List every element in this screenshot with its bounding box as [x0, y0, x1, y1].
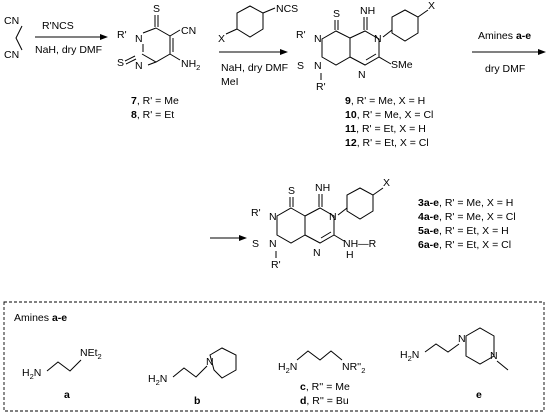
- r-prime-3-bottom: R': [271, 259, 281, 271]
- s-top-3: S: [288, 185, 295, 197]
- malononitrile-structure: CN CN: [4, 15, 23, 61]
- amine-b-h2n: H2N: [148, 373, 167, 387]
- x-label-reagent: X: [218, 33, 225, 45]
- amine-b-label: b: [194, 395, 200, 407]
- amine-a-label: a: [64, 389, 70, 401]
- amine-a-structure: H2N NEt2: [22, 347, 102, 381]
- arrow3-reagent-top: Amines a-e: [478, 30, 531, 42]
- n-9-left: N: [314, 33, 322, 45]
- arrow2-reagent-line1: NaH, dry DMF: [221, 62, 288, 74]
- aryl-isothiocyanate-structure: NCS X: [218, 3, 298, 45]
- amine-e-n1: N: [458, 333, 466, 345]
- amine-c-label: c, R'' = Me: [300, 381, 350, 393]
- n-3-aryl: N: [329, 211, 337, 223]
- amine-b-structure: H2N N: [148, 347, 237, 387]
- arrow2-reagent-line2: MeI: [221, 76, 239, 88]
- imine-3: NH: [315, 182, 330, 194]
- amine-cd-nr2: NR''2: [342, 361, 365, 375]
- amine-a-h2n: H2N: [22, 367, 41, 381]
- r-prime-9-bottom: R': [316, 81, 326, 93]
- product-3-6-structure: S NH N R' N S R' N X N NH—R H: [251, 177, 390, 271]
- label-compound-4: 4a-e, R' = Me, X = Cl: [418, 211, 516, 223]
- label-compound-5: 5a-e, R' = Et, X = H: [418, 225, 509, 237]
- amino-group: NH2: [181, 58, 200, 72]
- amine-cd-structure: H2N NR''2: [278, 350, 365, 375]
- amine-e-n2: N: [490, 350, 498, 362]
- reaction-arrow-2: NaH, dry DMF MeI: [219, 49, 288, 88]
- n-ring-upper: N: [135, 33, 143, 45]
- reaction-arrow-1: R'NCS NaH, dry DMF: [35, 20, 108, 56]
- amine-cd-h2n: H2N: [278, 361, 297, 375]
- reaction-arrow-3: Amines a-e dry DMF: [472, 30, 546, 75]
- arrow1-reagent-bottom: NaH, dry DMF: [35, 44, 102, 56]
- pyrimidine-7-8-structure: S N R' N S CN NH2: [117, 3, 200, 72]
- label-compound-7: 7, R' = Me: [131, 95, 179, 107]
- amine-b-n: N: [206, 356, 214, 368]
- label-compound-8: 8, R' = Et: [131, 109, 174, 121]
- amines-box: [3, 301, 545, 412]
- s-left-9: S: [297, 60, 304, 72]
- pyrimidopyrimidine-9-12-structure: S NH N R' N S R' N X N SMe: [296, 0, 435, 93]
- n-3-left: N: [269, 211, 277, 223]
- label-compound-10: 10, R' = Me, X = Cl: [345, 109, 433, 121]
- n-3-bottom: N: [269, 238, 277, 250]
- label-compound-6: 6a-e, R' = Et, X = Cl: [418, 239, 511, 251]
- r-prime-7: R': [117, 29, 127, 41]
- label-compound-9: 9, R' = Me, X = H: [345, 95, 425, 107]
- nh-r-group: NH—R: [343, 238, 377, 250]
- nh-h: H: [346, 249, 354, 261]
- label-compound-12: 12, R' = Et, X = Cl: [345, 137, 429, 149]
- s-left-3: S: [252, 238, 259, 250]
- amine-e-label: e: [476, 389, 482, 401]
- sme-group: SMe: [391, 59, 413, 71]
- amine-d-label: d, R'' = Bu: [300, 395, 349, 407]
- r-prime-9-top: R': [296, 29, 306, 41]
- r-prime-3-top: R': [251, 207, 261, 219]
- label-compound-11: 11, R' = Et, X = H: [345, 123, 426, 135]
- reaction-arrow-4: [210, 235, 247, 241]
- arrow3-reagent-bottom: dry DMF: [485, 63, 525, 75]
- n-9-bottom: N: [314, 60, 322, 72]
- imine-9: NH: [360, 5, 375, 17]
- n-9-lower: N: [358, 69, 366, 81]
- amines-title: Amines a-e: [14, 312, 67, 324]
- amine-e-h2n: H2N: [400, 349, 419, 363]
- thione-s-left: S: [117, 57, 124, 69]
- ncs-label: NCS: [276, 3, 298, 15]
- n-ring-lower: N: [135, 60, 143, 72]
- arrow1-reagent-top: R'NCS: [42, 20, 74, 32]
- cn-label-top: CN: [4, 15, 19, 27]
- amine-a-net2: NEt2: [80, 347, 102, 361]
- cn-group: CN: [181, 25, 196, 37]
- x-label-3: X: [383, 177, 390, 189]
- n-3-lower: N: [313, 247, 321, 259]
- label-compound-3: 3a-e, R' = Me, X = H: [418, 197, 513, 209]
- thione-s-top: S: [153, 3, 160, 15]
- n-9-aryl: N: [374, 33, 382, 45]
- s-top-9: S: [333, 8, 340, 20]
- x-label-9: X: [428, 0, 435, 12]
- amine-e-structure: H2N N N: [400, 327, 509, 371]
- cn-label-bottom: CN: [4, 49, 19, 61]
